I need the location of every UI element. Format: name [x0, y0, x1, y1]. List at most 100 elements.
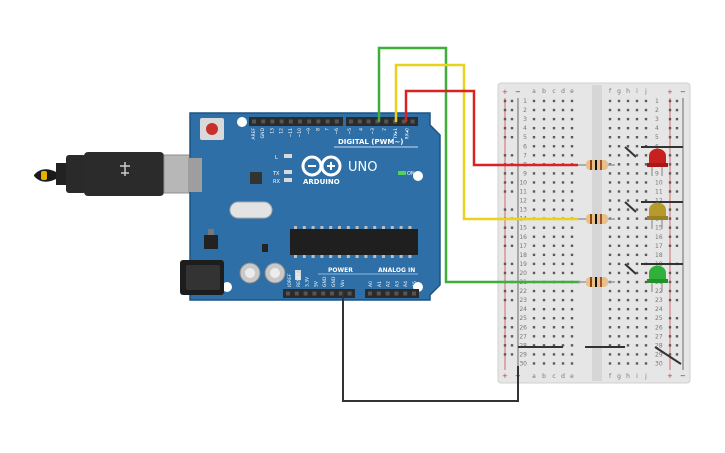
- digital-header-right[interactable]: [346, 117, 418, 126]
- row-number: 23: [655, 297, 663, 304]
- analog-label: ANALOG IN: [378, 267, 415, 274]
- usb-cable[interactable]: [34, 152, 199, 196]
- digital-pin-label: 13: [269, 128, 275, 134]
- row-number: 27: [519, 333, 527, 340]
- column-letter: d: [561, 88, 565, 95]
- row-number: 16: [519, 234, 527, 241]
- analog-pin-label: A1: [377, 281, 383, 287]
- digital-pin-label: AREF: [251, 128, 257, 140]
- svg-text:RX: RX: [273, 179, 280, 185]
- power-pin-label: RESET: [296, 272, 302, 287]
- power-pin-label: GND: [331, 276, 337, 287]
- row-number: 27: [655, 333, 663, 340]
- svg-text:TX: TX: [272, 171, 280, 177]
- row-number: 2: [523, 107, 527, 114]
- svg-text:−: −: [680, 88, 686, 96]
- digital-pin-label: 12: [279, 128, 285, 134]
- green-led[interactable]: [647, 265, 668, 292]
- ground-jumpers[interactable]: [518, 146, 683, 365]
- row-number: 1: [523, 98, 527, 105]
- row-number: 5: [523, 134, 527, 141]
- column-letter: i: [636, 88, 638, 95]
- row-number: 29: [519, 351, 527, 358]
- power-pin-label: 3.3V: [305, 276, 311, 287]
- analog-pin-label: A0: [368, 281, 374, 287]
- column-letter: j: [644, 373, 647, 380]
- wire-yellow[interactable]: [394, 63, 578, 221]
- column-letter: j: [644, 88, 647, 95]
- crystal-oscillator: [229, 201, 273, 219]
- svg-text:+: +: [502, 372, 508, 380]
- column-letter: b: [542, 88, 546, 95]
- column-letter: a: [532, 88, 536, 95]
- row-number: 16: [655, 234, 663, 241]
- wire-green[interactable]: [377, 46, 580, 284]
- row-number: 29: [655, 351, 663, 358]
- row-number: 17: [519, 243, 527, 250]
- brand-label: ARDUINO: [303, 178, 340, 186]
- row-number: 28: [519, 342, 527, 349]
- resistor-1[interactable]: [578, 160, 615, 170]
- row-number: 7: [523, 152, 527, 159]
- row-number: 6: [523, 143, 527, 150]
- digital-pin-label: RX◂0: [405, 128, 411, 139]
- rail-plus-label: +: [502, 88, 508, 96]
- digital-header-left[interactable]: [249, 117, 343, 126]
- digital-pin-label: 2: [382, 128, 388, 131]
- column-letter: g: [617, 373, 621, 380]
- column-letter: d: [561, 373, 565, 380]
- row-number: 18: [655, 252, 663, 259]
- analog-pin-label: A4: [403, 281, 409, 287]
- row-number: 25: [519, 315, 527, 322]
- power-pin-label: Vin: [340, 280, 346, 287]
- mounting-hole: [222, 282, 232, 292]
- model-label: UNO: [348, 160, 377, 175]
- row-number: 10: [519, 179, 527, 186]
- row-number: 22: [655, 288, 663, 295]
- analog-pin-label: A2: [386, 281, 392, 287]
- svg-text:+: +: [667, 372, 673, 380]
- analog-pin-label: A3: [394, 281, 400, 287]
- digital-pin-label: 4: [359, 128, 365, 131]
- digital-pin-label: ~9: [306, 128, 312, 135]
- row-number: 24: [655, 306, 663, 313]
- svg-text:L: L: [275, 155, 278, 161]
- row-number: 22: [519, 288, 527, 295]
- analog-header[interactable]: [365, 289, 419, 298]
- row-number: 4: [655, 125, 659, 132]
- digital-pin-label: ~11: [288, 128, 294, 138]
- row-number: 25: [655, 315, 663, 322]
- wire-red[interactable]: [404, 89, 578, 167]
- row-number: 26: [655, 324, 663, 331]
- red-led[interactable]: [647, 148, 668, 176]
- row-number: 24: [519, 306, 527, 313]
- power-pin-label: 5V: [313, 280, 319, 287]
- power-pin-label: IOREF: [287, 273, 293, 287]
- rail-minus-label: −: [515, 88, 521, 96]
- row-number: 11: [655, 189, 663, 196]
- column-letter: a: [532, 373, 536, 380]
- analog-pin-label: A5: [412, 281, 418, 287]
- power-header[interactable]: [283, 289, 355, 298]
- row-number: 3: [523, 116, 527, 123]
- row-number: 13: [519, 207, 527, 214]
- row-number: 23: [519, 297, 527, 304]
- digital-pin-label: 8: [315, 128, 321, 131]
- digital-pin-label: ~3: [370, 128, 376, 135]
- column-letter: b: [542, 373, 546, 380]
- row-number: 2: [655, 107, 659, 114]
- row-number: 15: [519, 225, 527, 232]
- column-letter: i: [636, 373, 638, 380]
- usb-chip: [250, 172, 262, 184]
- resistor-3[interactable]: [578, 277, 615, 287]
- column-letter: h: [626, 88, 630, 95]
- wire-ground[interactable]: [342, 293, 519, 402]
- row-number: 20: [519, 270, 527, 277]
- resistor-2[interactable]: [578, 214, 615, 224]
- svg-text:+: +: [667, 88, 673, 96]
- power-pin-label: GND: [322, 276, 328, 287]
- yellow-led[interactable]: [647, 202, 668, 229]
